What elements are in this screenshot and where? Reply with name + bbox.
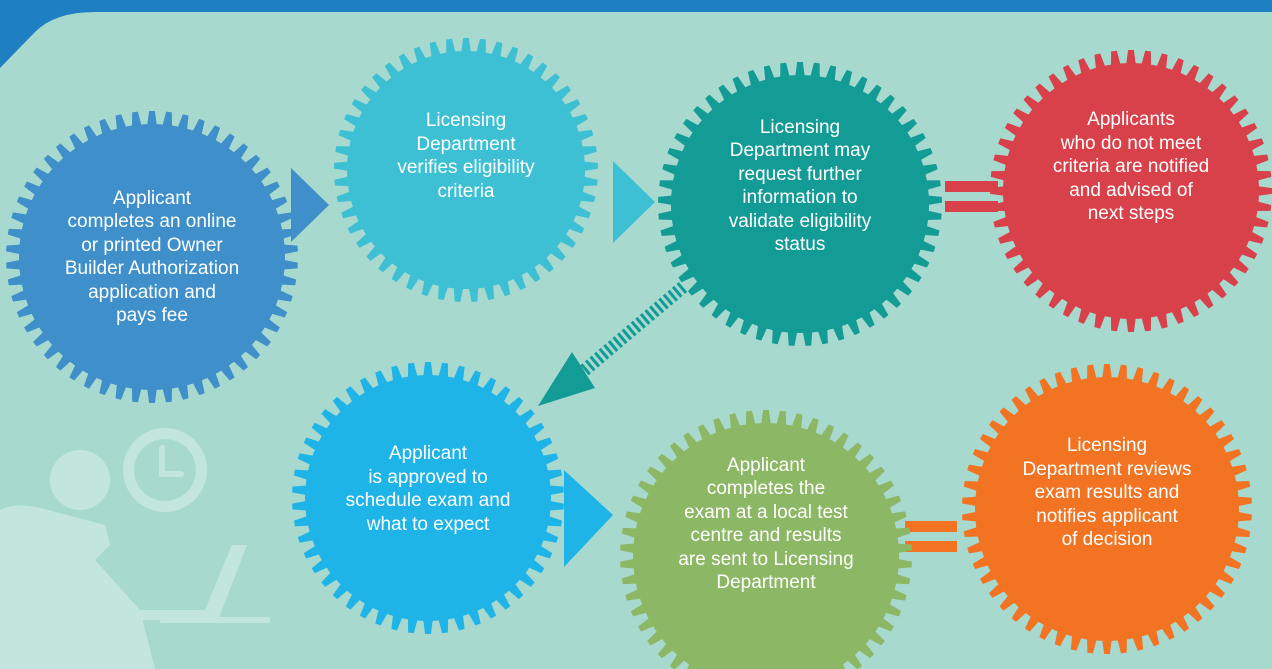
equals-step3-to-step4 xyxy=(945,181,998,212)
step-5-text: Applicant is approved to schedule exam a… xyxy=(345,443,511,535)
person-at-laptop-with-clock-icon xyxy=(0,428,270,669)
top-band xyxy=(0,0,1272,68)
gear-teeth xyxy=(334,38,598,302)
step-2-text: Licensing Department verifies eligibilit… xyxy=(397,110,535,202)
step-1-text: Applicant completes an online or printed… xyxy=(64,187,240,327)
gear-teeth xyxy=(658,62,942,346)
step-6-text: Applicant completes the exam at a local … xyxy=(678,454,854,594)
gear-teeth xyxy=(990,50,1272,332)
step-4-text: Applicants who do not meet criteria are … xyxy=(1052,109,1210,225)
arrow-step5-to-step6 xyxy=(564,470,613,567)
gear-teeth xyxy=(620,410,912,669)
gear-shape xyxy=(292,362,564,634)
step-1-applicant-applies-gear: Applicant completes an online or printed… xyxy=(6,111,298,403)
arrow-step2-to-step3 xyxy=(613,161,655,243)
gear-teeth xyxy=(6,111,298,403)
gear-teeth xyxy=(962,364,1252,654)
step-7-review-results-gear: Licensing Department reviews exam result… xyxy=(962,364,1252,654)
step-4-notify-ineligible-gear: Applicants who do not meet criteria are … xyxy=(990,50,1272,332)
step-2-verify-eligibility-gear: Licensing Department verifies eligibilit… xyxy=(334,38,598,302)
equals-step6-to-step7 xyxy=(905,521,957,552)
step-3-text: Licensing Department may request further… xyxy=(728,116,872,256)
step-6-complete-exam-gear: Applicant completes the exam at a local … xyxy=(620,410,912,669)
gear-teeth xyxy=(292,362,564,634)
gear-shape xyxy=(620,410,912,669)
step-5-approved-to-schedule-gear: Applicant is approved to schedule exam a… xyxy=(292,362,564,634)
gear-shape xyxy=(990,50,1272,332)
gear-shape xyxy=(334,38,598,302)
gear-shape xyxy=(658,62,942,346)
gear-shape xyxy=(962,364,1252,654)
step-3-request-information-gear: Licensing Department may request further… xyxy=(658,62,942,346)
arrow-step1-to-step2 xyxy=(291,168,329,242)
step-7-text: Licensing Department reviews exam result… xyxy=(1022,435,1192,551)
dashed-arrow-step3-to-step5 xyxy=(538,282,688,406)
gear-shape xyxy=(6,111,298,403)
